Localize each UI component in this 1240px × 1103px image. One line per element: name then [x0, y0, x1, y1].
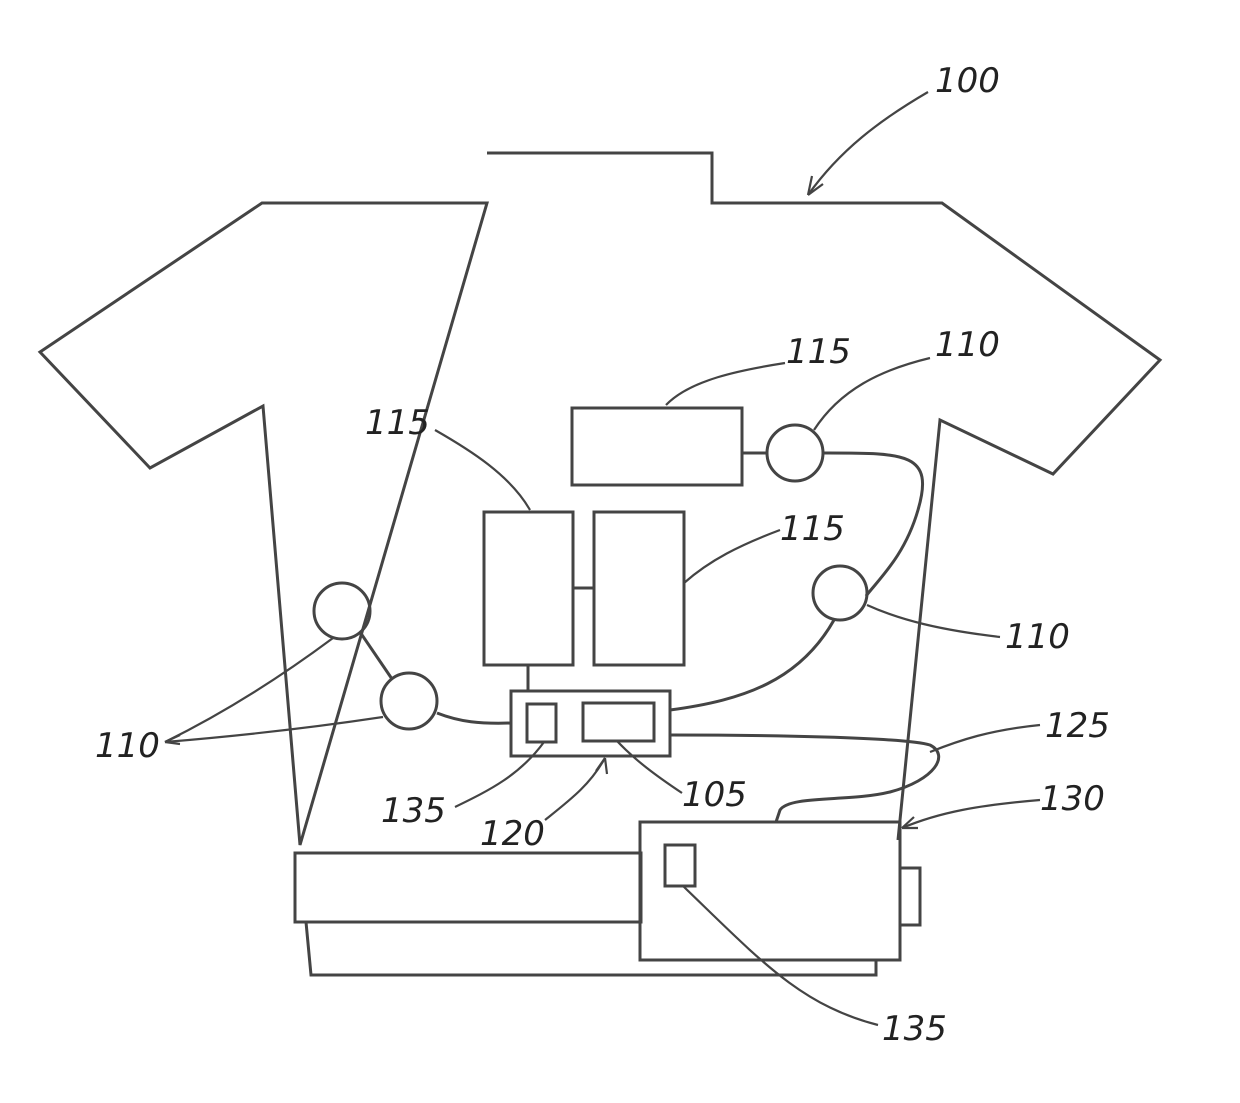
leader-120: [545, 758, 605, 820]
leader-125: [930, 725, 1040, 752]
belt-pack: [640, 822, 900, 960]
belt-pack-connector: [900, 868, 920, 925]
belt-pack-indicator: [665, 845, 695, 886]
label-100: 100: [935, 61, 1000, 101]
sensor-left-lower: [381, 673, 437, 729]
leader-105: [617, 741, 682, 793]
hub: [511, 691, 670, 756]
belt-strap: [295, 853, 641, 922]
shirt-hem: [306, 922, 876, 975]
label-115-top: 115: [786, 332, 851, 372]
leader-135-hub: [455, 742, 544, 807]
label-105: 105: [682, 775, 747, 815]
leader-110-right: [867, 605, 1000, 637]
leader-100: [808, 92, 928, 195]
label-130: 130: [1040, 779, 1105, 819]
label-135-pack: 135: [882, 1009, 947, 1049]
label-135-hub: 135: [381, 791, 446, 831]
label-125: 125: [1045, 706, 1110, 746]
component-left: [484, 512, 573, 665]
label-110-right: 110: [1005, 617, 1070, 657]
component-right: [594, 512, 684, 665]
label-120: 120: [480, 814, 545, 854]
wire-right-sensor-hub: [670, 620, 834, 710]
sensor-right-lower: [813, 566, 867, 620]
arrow-110-left: [165, 735, 180, 744]
label-115-left: 115: [365, 403, 430, 443]
leader-115-right: [684, 530, 780, 583]
wire-left-sensor-hub: [437, 713, 511, 723]
hub-indicator: [527, 704, 556, 742]
leader-130: [902, 800, 1040, 828]
leader-115-left: [435, 430, 530, 510]
component-top: [572, 408, 742, 485]
electronics-module: [583, 703, 654, 741]
label-110-left: 110: [95, 726, 160, 766]
leader-115-top: [666, 363, 785, 405]
sensor-right-upper: [767, 425, 823, 481]
label-110-top: 110: [935, 325, 1000, 365]
leader-135-pack: [683, 886, 878, 1025]
leader-110-left-b: [165, 717, 383, 742]
label-115-right: 115: [780, 509, 845, 549]
sensor-left-upper: [314, 583, 370, 639]
wire-left-sensors: [360, 632, 392, 679]
